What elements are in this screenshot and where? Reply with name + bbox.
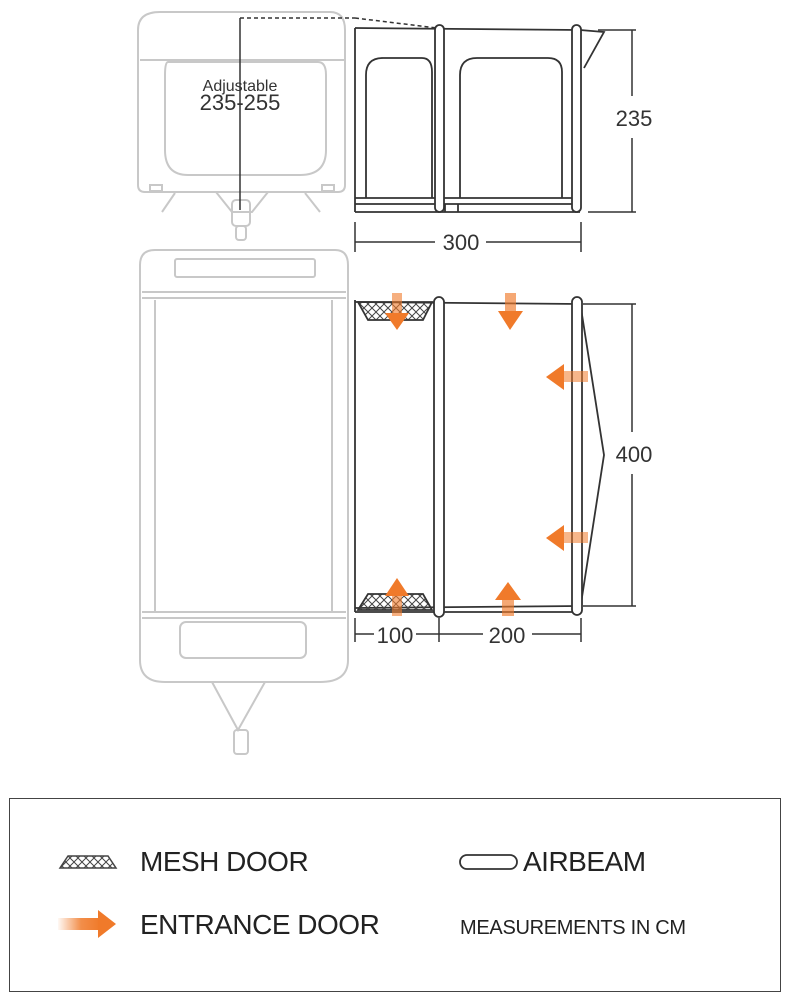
right-section-dimension-label: 200 [489, 623, 526, 648]
section-dimensions [354, 618, 582, 642]
entrance-arrow-up-right [495, 582, 521, 616]
measurements-note: MEASUREMENTS IN CM [460, 917, 686, 939]
depth-dimension [583, 303, 636, 607]
entrance-arrows [385, 293, 588, 616]
awning-diagram: Adjustable 235-255 235 300 [137, 11, 653, 755]
left-section-dimension-label: 100 [377, 623, 414, 648]
height-dimension [588, 29, 636, 213]
awning-plan-view [354, 296, 605, 618]
width-dimension-label: 300 [443, 230, 480, 255]
entrance-arrow-up-left [385, 578, 409, 616]
depth-dimension-label: 400 [616, 442, 653, 467]
caravan-front-view [137, 11, 346, 241]
airbeam-plan-1 [433, 296, 445, 618]
entrance-arrow-left-bottom [546, 525, 588, 551]
entrance-arrow-left-top [546, 364, 588, 390]
entrance-arrow-down-left [385, 293, 409, 330]
mesh-door-label: MESH DOOR [140, 846, 309, 877]
entrance-door-label: ENTRANCE DOOR [140, 909, 380, 940]
adjustable-label: Adjustable [203, 78, 278, 95]
caravan-plan-view [139, 249, 349, 755]
adjustable-height-marker [239, 17, 438, 210]
airbeam-front-1 [434, 24, 445, 213]
height-dimension-label: 235 [616, 106, 653, 131]
airbeam-icon [459, 854, 518, 870]
entrance-arrow-down-right [498, 293, 523, 330]
airbeam-label: AIRBEAM [523, 846, 646, 877]
entrance-door-arrow-icon [58, 910, 116, 938]
airbeam-front-2 [571, 24, 582, 213]
awning-front-view [354, 24, 606, 213]
width-dimension [354, 222, 582, 252]
airbeam-plan-2 [571, 296, 583, 616]
mesh-door-icon [58, 855, 118, 869]
adjustable-range: 235-255 [200, 90, 281, 115]
legend: MESH DOOR AIRBEAM ENTRANCE DOOR MEASUREM… [9, 798, 781, 992]
